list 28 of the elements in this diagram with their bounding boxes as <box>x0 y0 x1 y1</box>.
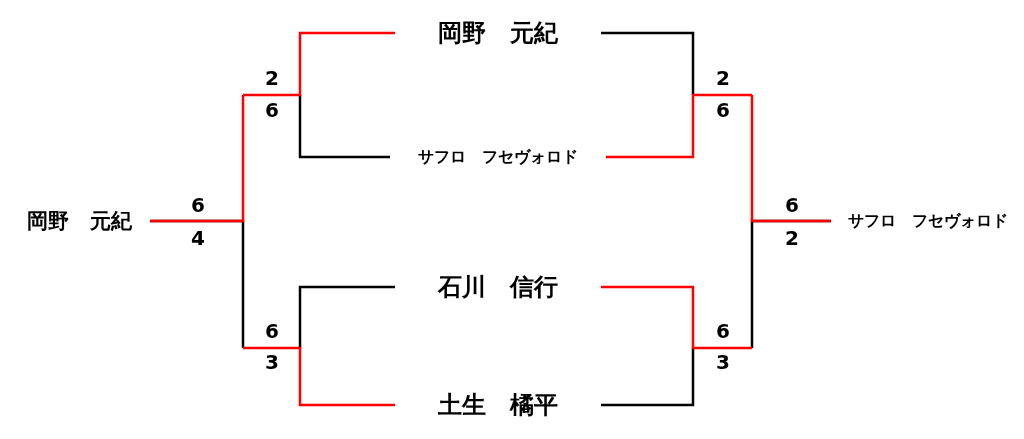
player-name: サフロ フセヴォロド <box>831 207 1024 235</box>
bracket-line <box>601 31 695 95</box>
bracket-line <box>150 95 245 223</box>
score-label: 4 <box>191 228 205 248</box>
bracket-line <box>750 95 831 223</box>
bracket-line <box>243 346 395 407</box>
bracket-line <box>601 348 695 407</box>
bracket-line <box>298 285 395 348</box>
player-name: サフロ フセヴォロド <box>390 143 606 171</box>
score-label: 6 <box>716 321 730 341</box>
player-name: 岡野 元紀 <box>8 203 150 239</box>
score-label: 6 <box>265 100 279 120</box>
score-label: 6 <box>265 321 279 341</box>
score-label: 6 <box>191 195 205 215</box>
score-label: 2 <box>785 228 799 248</box>
player-name: 石川 信行 <box>395 268 601 306</box>
bracket-line <box>243 31 395 97</box>
score-label: 3 <box>265 352 279 372</box>
score-label: 3 <box>716 352 730 372</box>
player-name: 土生 橘平 <box>395 386 601 424</box>
score-label: 2 <box>265 68 279 88</box>
score-label: 2 <box>716 68 730 88</box>
bracket-line <box>298 95 390 159</box>
score-label: 6 <box>716 100 730 120</box>
bracket-line <box>606 93 752 159</box>
score-label: 6 <box>785 195 799 215</box>
bracket-line <box>601 285 752 350</box>
player-name: 岡野 元紀 <box>395 14 601 52</box>
